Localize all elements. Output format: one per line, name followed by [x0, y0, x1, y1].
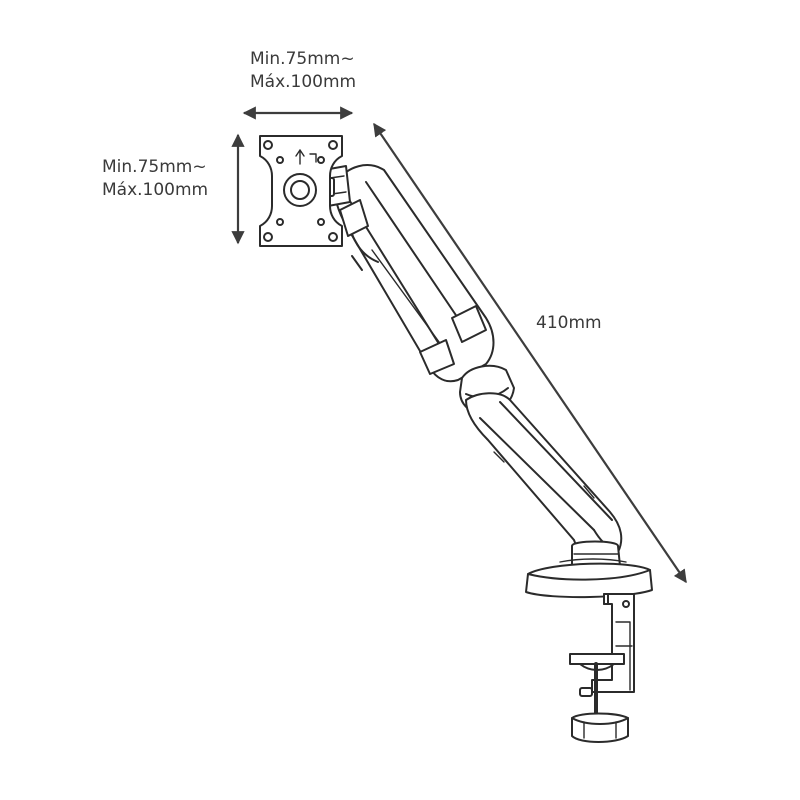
vesa-width-min: Min.75mm~: [250, 49, 355, 69]
vesa-width-label: Min.75mm~ Máx.100mm: [250, 48, 356, 94]
vesa-width-max: Máx.100mm: [250, 72, 357, 92]
vesa-height-label: Min.75mm~ Máx.100mm: [102, 156, 208, 202]
clamp-knob: [571, 712, 629, 743]
vesa-height-min: Min.75mm~: [102, 157, 207, 177]
desk-clamp: [591, 593, 635, 693]
vesa-height-max: Máx.100mm: [102, 180, 209, 200]
arm-length-arrow: [373, 122, 687, 584]
arm-length-value: 410mm: [536, 313, 602, 333]
monitor-arm: [259, 135, 653, 743]
base-plate: [525, 558, 653, 599]
lower-arm: [465, 392, 623, 557]
clamp-plate: [569, 653, 625, 720]
dimension-arrows: [231, 106, 687, 584]
vesa-plate: [259, 135, 343, 247]
upper-arm: [334, 164, 495, 383]
arm-length-label: 410mm: [536, 312, 602, 335]
